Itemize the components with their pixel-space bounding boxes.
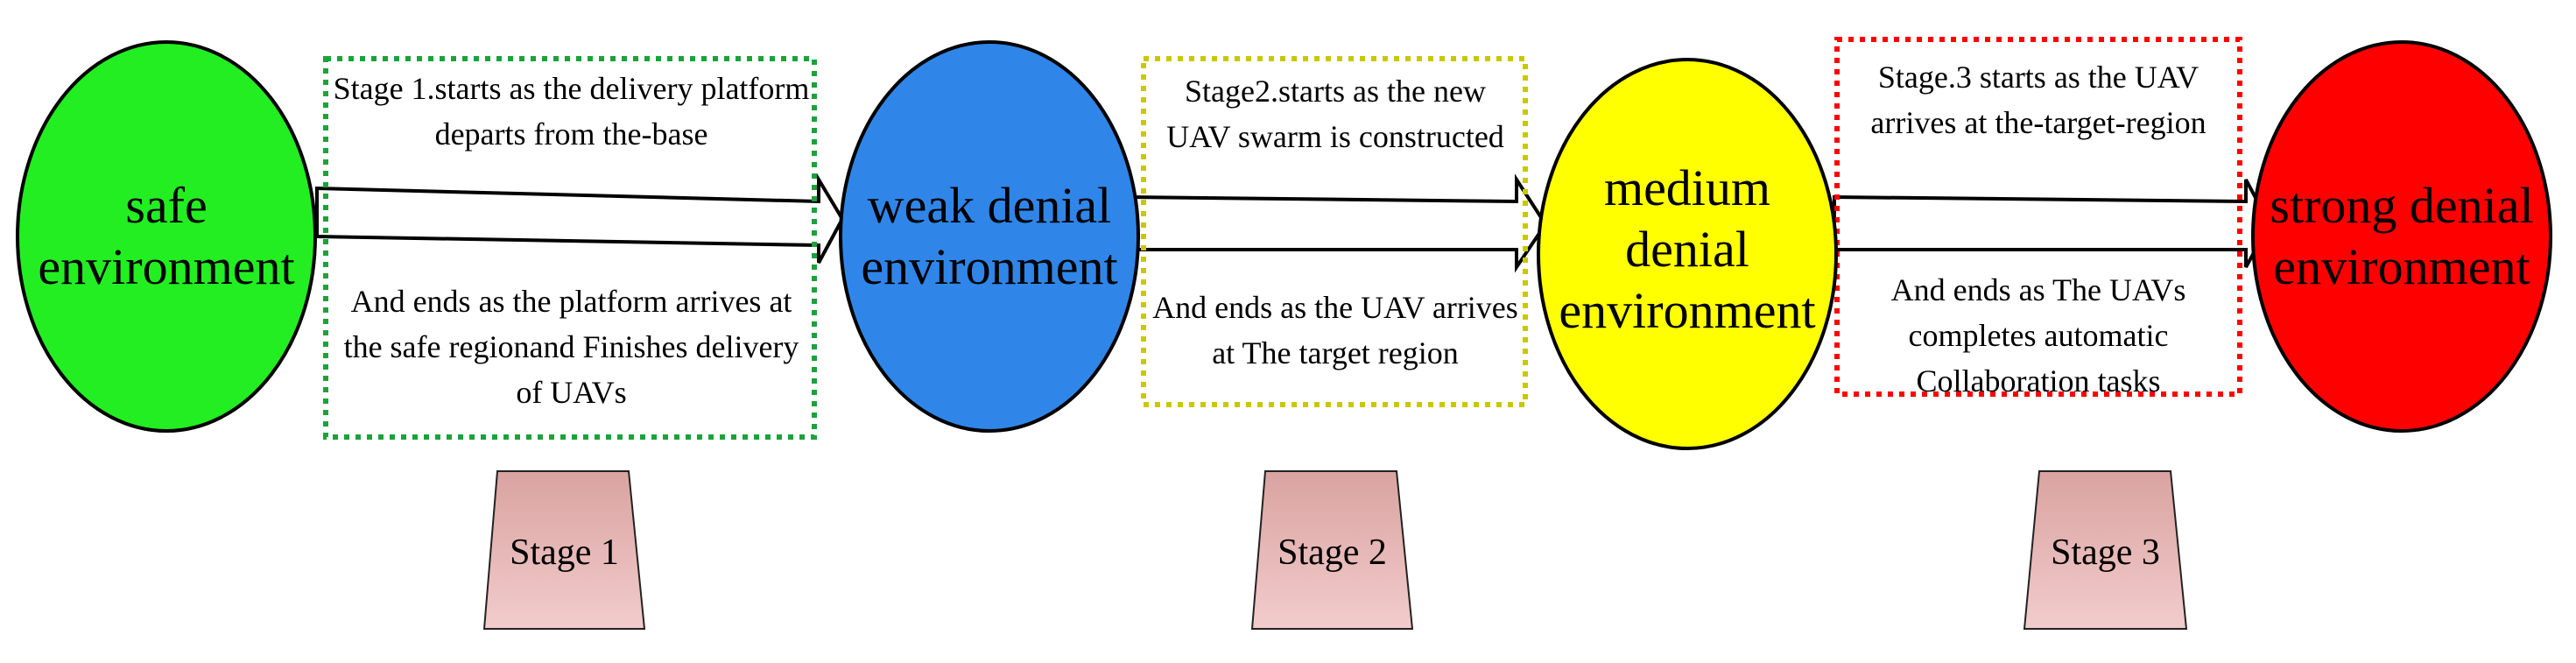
strong-denial-environment-node xyxy=(2251,40,2552,433)
description-line: Collaboration tasks xyxy=(1916,363,2161,399)
node-label-line: environment xyxy=(38,238,295,295)
medium-denial-environment-label: medium denial environment xyxy=(1538,158,1836,342)
description-line: And ends as The UAVs xyxy=(1890,272,2186,307)
description-line: of UAVs xyxy=(516,375,627,410)
node-label-line: weak denial xyxy=(867,177,1112,234)
stage1-end-text: And ends as the platform arrives at the … xyxy=(333,279,810,415)
node-label-line: safe xyxy=(125,177,208,234)
description-line: at The target region xyxy=(1212,335,1459,370)
description-line: And ends as the platform arrives at xyxy=(350,284,792,319)
stage1-description-box xyxy=(323,56,817,440)
stage-boxes xyxy=(482,470,2188,630)
node-label-line: environment xyxy=(861,238,1118,295)
node-label-line: environment xyxy=(2273,238,2530,295)
safe-environment-node xyxy=(16,40,317,433)
strong-denial-environment-label: strong denial environment xyxy=(2257,175,2546,298)
stage3-box xyxy=(2023,470,2188,630)
node-label-line: environment xyxy=(1559,282,1816,339)
description-line: Stage.3 starts as the UAV xyxy=(1877,60,2199,95)
safe-environment-label: safe environment xyxy=(35,175,298,298)
description-line: completes automatic xyxy=(1908,318,2169,353)
stage3-start-text: Stage.3 starts as the UAV arrives at the… xyxy=(1841,54,2236,145)
stage2-start-text: Stage2.starts as the new UAV swarm is co… xyxy=(1147,68,1524,159)
arrow-medium-to-strong xyxy=(1833,179,2272,268)
description-line: departs from the-base xyxy=(434,116,708,152)
description-line: Stage 1.starts as the delivery platform xyxy=(333,71,810,106)
environment-nodes xyxy=(16,40,2552,450)
description-boxes xyxy=(323,37,2242,440)
medium-denial-environment-node xyxy=(1537,58,1838,450)
stage1-label: Stage 1 xyxy=(510,533,619,573)
arrows xyxy=(315,173,2272,273)
stage3-description-box xyxy=(1834,37,2242,397)
description-line: And ends as the UAV arrives xyxy=(1152,290,1518,325)
weak-denial-environment-label: weak denial environment xyxy=(841,175,1138,298)
description-line: arrives at the-target-region xyxy=(1870,105,2206,140)
stage3-end-text: And ends as The UAVs completes automatic… xyxy=(1841,267,2236,404)
node-label-line: medium xyxy=(1603,159,1771,216)
stage2-label: Stage 2 xyxy=(1277,533,1387,573)
stage1-box xyxy=(482,470,646,630)
stage2-box xyxy=(1250,470,1414,630)
stage2-end-text: And ends as the UAV arrives at The targe… xyxy=(1147,285,1524,376)
description-line: the safe regionand Finishes delivery xyxy=(343,329,799,364)
node-label-line: strong denial xyxy=(2270,177,2534,234)
stage1-start-text: Stage 1.starts as the delivery platform … xyxy=(333,66,810,157)
arrow-safe-to-weak xyxy=(315,173,845,264)
stage3-label: Stage 3 xyxy=(2051,533,2160,573)
weak-denial-environment-node xyxy=(839,40,1140,433)
arrow-weak-to-medium xyxy=(1128,173,1548,273)
node-label-line: denial xyxy=(1625,221,1749,278)
description-line: Stage2.starts as the new xyxy=(1185,74,1486,109)
description-line: UAV swarm is constructed xyxy=(1166,119,1504,154)
